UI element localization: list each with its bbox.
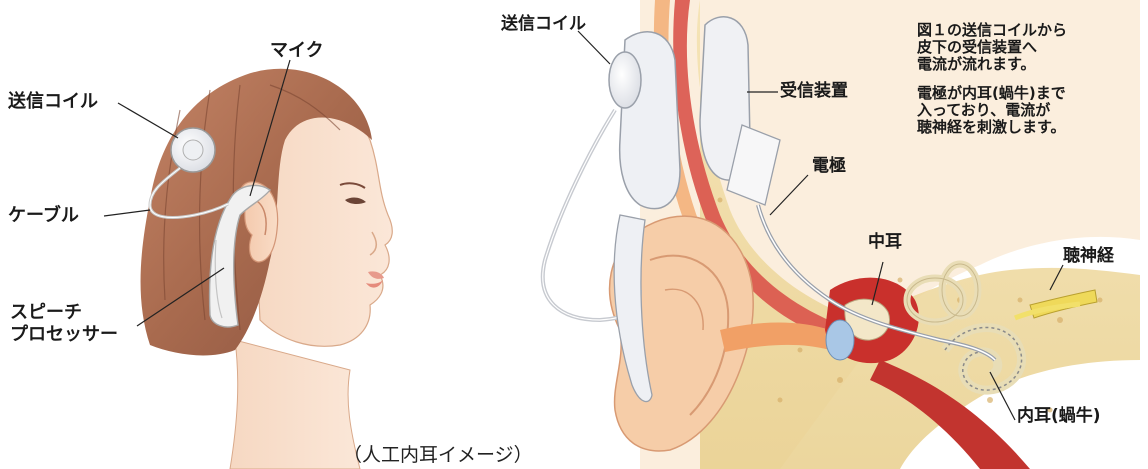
explanation-line: 入っており、電流が bbox=[917, 102, 1067, 119]
explanation-line: 電極が内耳(蝸牛)まで bbox=[917, 85, 1067, 102]
figure-caption: （人工内耳イメージ） bbox=[343, 440, 533, 467]
label-auditory-nerve: 聴神経 bbox=[1063, 246, 1114, 266]
label-middle-ear: 中耳 bbox=[868, 232, 902, 252]
label-electrode: 電極 bbox=[812, 156, 846, 176]
explanation-line: 電流が流れます。 bbox=[917, 56, 1067, 73]
label-speech-processor-line2: プロセッサー bbox=[10, 324, 118, 346]
label-transmit-coil-right: 送信コイル bbox=[501, 14, 586, 34]
label-transmit-coil-left: 送信コイル bbox=[8, 91, 98, 113]
explanation-line: 聴神経を刺激します。 bbox=[917, 119, 1067, 136]
label-mic: マイク bbox=[270, 40, 324, 62]
explanation-text: 図１の送信コイルから 皮下の受信装置へ 電流が流れます。 電極が内耳(蝸牛)まで… bbox=[917, 22, 1067, 136]
head-profile-figure bbox=[104, 60, 392, 469]
label-speech-processor-line1: スピーチ bbox=[10, 302, 82, 324]
label-inner-ear: 内耳(蝸牛) bbox=[1017, 406, 1101, 426]
label-cable: ケーブル bbox=[8, 205, 79, 227]
explanation-line: 皮下の受信装置へ bbox=[917, 39, 1067, 56]
label-receiver: 受信装置 bbox=[780, 81, 848, 101]
explanation-line: 図１の送信コイルから bbox=[917, 22, 1067, 39]
